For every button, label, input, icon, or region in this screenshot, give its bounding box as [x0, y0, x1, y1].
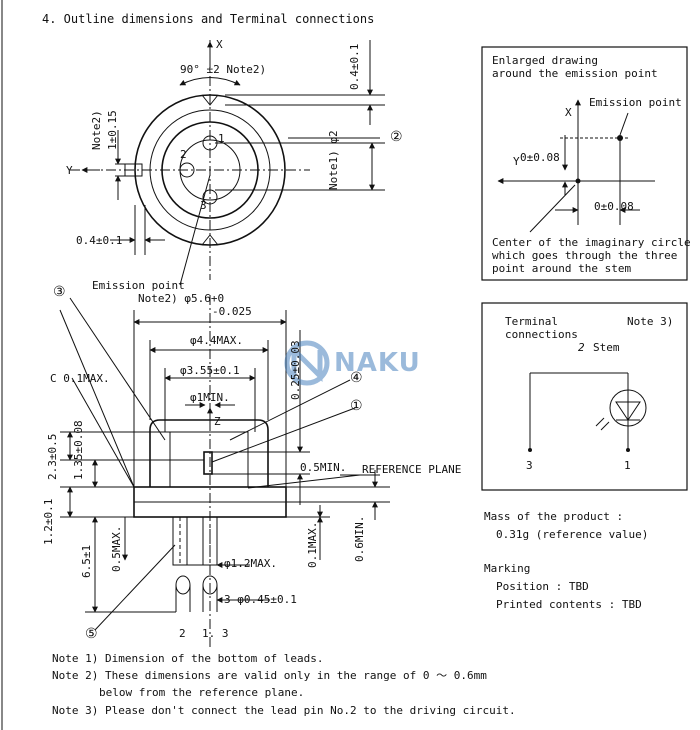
enlarged-caption-1: Center of the imaginary circle — [492, 236, 691, 249]
angle-label: 90° ±2 Note2) — [180, 63, 267, 76]
h-135: 1.35±0.08 — [72, 420, 85, 480]
top-pin3: 3 — [200, 199, 207, 212]
terminal-note: Note 3) — [627, 315, 674, 328]
section-heading: 4. Outline dimensions and Terminal conne… — [42, 12, 375, 26]
reference-plane-label: REFERENCE PLANE — [362, 463, 462, 476]
center-dot — [575, 178, 581, 184]
chamfer-label: C 0.1MAX. — [50, 372, 110, 385]
callout-4: ④ — [350, 370, 363, 386]
enlarged-emission-label: Emission point — [589, 96, 682, 109]
dim-1-015: 1±0.15 — [106, 110, 119, 150]
h-23: 2.3±0.5 — [46, 433, 59, 480]
dia-tolerance: -0.025 — [212, 305, 252, 318]
top-view-drawing — [70, 40, 385, 286]
lead-13-label: 1. 3 — [202, 627, 229, 640]
emission-dot — [617, 135, 623, 141]
mass-label: Mass of the product : — [484, 510, 624, 523]
note-3: Note 3) Please don't connect the lead pi… — [52, 704, 516, 717]
top-x-label: X — [216, 38, 223, 51]
callout-2: ② — [390, 129, 403, 145]
marking-printed: Printed contents : TBD — [496, 598, 642, 611]
terminal-title-1: Terminal — [505, 315, 558, 328]
emission-point-label: Emission point — [92, 279, 185, 292]
watermark-logo: NAKU — [282, 338, 462, 388]
h-12: 1.2±0.1 — [42, 498, 55, 545]
leads-dia: 3-φ0.45±0.1 — [224, 593, 297, 606]
dia-12max: φ1.2MAX. — [224, 557, 277, 570]
enlarged-y-label: Y — [513, 155, 520, 168]
naku-logo-icon — [284, 340, 330, 386]
h-01max: 0.1MAX. — [306, 521, 319, 568]
lead-2-label: 2 — [179, 627, 186, 640]
note-2b: below from the reference plane. — [99, 686, 305, 699]
enlarged-caption-2: which goes through the three — [492, 249, 678, 262]
enlarged-title-1: Enlarged drawing — [492, 54, 598, 67]
mass-value: 0.31g (reference value) — [496, 528, 649, 541]
h-65: 6.5±1 — [80, 544, 93, 578]
note-1: Note 1) Dimension of the bottom of leads… — [52, 652, 324, 665]
marking-position: Position : TBD — [496, 580, 589, 593]
enlarged-x-label: X — [565, 106, 572, 119]
top-pin2: 2 — [180, 148, 187, 161]
note2-vertical: Note2) — [90, 110, 103, 150]
enlarged-title-2: around the emission point — [492, 67, 658, 80]
dia-1min: φ1MIN. — [190, 391, 230, 404]
note1-phi2: Note1) φ2 — [327, 130, 340, 190]
terminal-stem-num: 2 — [578, 341, 585, 354]
terminal-pin3: 3 — [526, 459, 533, 472]
callout-5: ⑤ — [85, 626, 98, 642]
terminal-drawing — [481, 302, 688, 491]
enlarged-dim-v: 0±0.08 — [520, 151, 560, 164]
enlarged-caption-3: point around the stem — [492, 262, 632, 275]
enlarged-dim-h: 0±0.08 — [594, 200, 634, 213]
side-z-label: Z — [214, 415, 221, 428]
pin3-dot — [528, 448, 532, 452]
marking-label: Marking — [484, 562, 531, 575]
terminal-stem-label: Stem — [593, 341, 620, 354]
dia-355: φ3.55±0.1 — [180, 364, 240, 377]
h-05min: 0.5MIN. — [300, 461, 347, 474]
pin1-dot — [626, 448, 630, 452]
terminal-title-2: connections — [505, 328, 578, 341]
side-view-drawing — [59, 295, 390, 650]
callout-3: ③ — [53, 284, 66, 300]
dia-44max: φ4.4MAX. — [190, 334, 243, 347]
top-pin1: 1 — [218, 132, 225, 145]
callout-1: ① — [350, 398, 363, 414]
h-06min: 0.6MIN. — [353, 515, 366, 562]
top-y-label: Y — [66, 164, 73, 177]
h-025: 0.25±0.03 — [289, 340, 302, 400]
h-05max: 0.5MAX. — [110, 525, 123, 572]
watermark-text: NAKU — [334, 348, 421, 378]
dim-04-bottom: 0.4±0.1 — [76, 234, 123, 247]
dim-04-right: 0.4±0.1 — [348, 43, 361, 90]
terminal-pin1: 1 — [624, 459, 631, 472]
note2-dia: Note2) φ5.6+0 — [138, 292, 225, 305]
note-2a: Note 2) These dimensions are valid only … — [52, 669, 487, 682]
